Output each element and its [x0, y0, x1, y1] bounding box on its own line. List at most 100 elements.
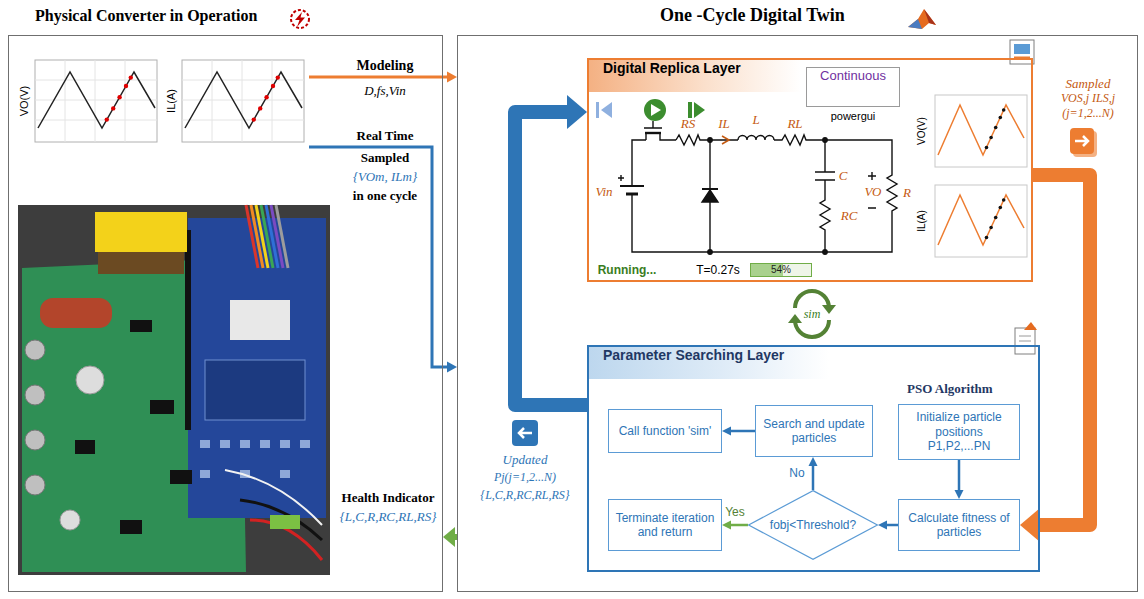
board-photo — [75, 320, 192, 534]
board-photo — [150, 400, 174, 414]
waveform-plot — [182, 60, 304, 142]
signal-label: {VOm, ILm} — [353, 169, 417, 185]
waveform-plot — [989, 136, 993, 140]
sample-icon — [1075, 136, 1088, 146]
board-photo — [130, 320, 152, 332]
simulink-icon — [1010, 40, 1034, 64]
board-photo — [280, 440, 290, 448]
buck-circuit — [632, 140, 646, 186]
waveform-plot — [38, 72, 155, 128]
node-subtitle: PSO Algorithm — [907, 381, 993, 397]
connector-arrow — [443, 76, 447, 79]
component-label: RC — [841, 208, 858, 224]
axis-label: IL(A) — [165, 89, 177, 113]
sample-label: Sampled — [1066, 76, 1111, 92]
edge-label: Modeling — [357, 58, 414, 74]
axis-label: VO(V) — [18, 86, 30, 117]
waveform-plot — [985, 198, 1006, 239]
process-box: Search and update particles — [755, 405, 873, 457]
buck-circuit — [626, 193, 638, 196]
board-photo — [200, 440, 210, 448]
node-title: Physical Converter in Operation — [35, 7, 257, 25]
waveform-plot — [129, 75, 133, 79]
script-icon — [1015, 322, 1037, 354]
board-photo — [270, 515, 300, 529]
status-label: Running... — [598, 263, 657, 277]
node-title: Terminate iteration and return — [615, 511, 715, 540]
parameter-label: D,fs,Vin — [364, 83, 406, 99]
board-photo — [230, 300, 290, 340]
waveform-plot — [105, 117, 109, 121]
board-photo — [240, 440, 250, 448]
play-controls — [651, 104, 661, 116]
buck-circuit — [618, 121, 897, 254]
play-controls — [596, 102, 599, 118]
buck-circuit — [618, 172, 876, 208]
board-photo — [300, 440, 310, 448]
process-box: Terminate iteration and return — [608, 499, 722, 551]
connector-arrow — [731, 430, 755, 433]
waveform-plot — [124, 84, 128, 88]
buck-circuit — [645, 132, 661, 134]
board-photo — [280, 470, 290, 478]
waveform-plot — [999, 206, 1003, 210]
board-photo — [240, 500, 322, 540]
node-title: Parameter Searching Layer — [589, 347, 829, 379]
board-photo — [170, 470, 192, 484]
board-photo — [25, 430, 45, 450]
waveform-plot — [182, 60, 304, 142]
process-box: Calculate fitness of particles — [898, 499, 1020, 551]
waveform-plot — [258, 106, 262, 110]
component-label: IL — [718, 116, 730, 132]
buck-circuit — [702, 190, 718, 202]
buck-circuit — [676, 135, 738, 145]
decision-diamond: fobj<Threshold? — [748, 490, 878, 560]
simulink-icon — [1010, 40, 1034, 64]
buck-circuit — [823, 138, 827, 142]
waveform-plot — [35, 60, 157, 142]
script-icon — [1015, 328, 1035, 354]
component-label: RL — [787, 116, 802, 132]
edge-label: Yes — [725, 505, 745, 519]
axis-label: VO(V) — [916, 117, 927, 145]
board-photo — [18, 205, 330, 575]
component-label: RS — [681, 116, 695, 132]
converter-panel: Physical Converter in Operation — [8, 35, 443, 592]
sim-cycle — [788, 314, 802, 323]
update-label: Pj(j=1,2...N) — [494, 470, 556, 485]
board-photo — [40, 298, 112, 328]
sim-cycle — [822, 305, 836, 314]
sim-cycle — [788, 291, 836, 337]
waveform-plot — [999, 116, 1003, 120]
board-photo — [220, 440, 230, 448]
waveform-plot — [117, 95, 121, 99]
waveform-plot — [271, 84, 275, 88]
waveform-plot — [985, 146, 989, 150]
update-label: Updated — [503, 452, 548, 468]
update-icon — [512, 420, 538, 446]
waveform-plot — [935, 185, 1027, 257]
node-title: fobj<Threshold? — [770, 518, 856, 532]
node-title: Continuous — [807, 68, 899, 83]
update-icon — [519, 428, 532, 438]
buck-circuit — [708, 250, 712, 254]
board-photo — [185, 230, 191, 430]
converter-icon — [291, 10, 309, 28]
process-box: Call function 'sim' — [608, 409, 722, 453]
buck-circuit — [632, 135, 897, 252]
waveform-plot — [935, 95, 1027, 167]
waveform-plot — [35, 60, 157, 142]
buck-circuit — [823, 250, 827, 254]
waveform-plot — [935, 185, 1027, 257]
board-photo — [18, 205, 330, 575]
buck-circuit — [722, 136, 729, 144]
waveform-plot — [111, 106, 115, 110]
buck-circuit — [708, 138, 712, 142]
board-photo — [95, 212, 187, 252]
sample-icon — [1070, 128, 1094, 154]
waveform-plot — [938, 105, 1024, 155]
node-title: Call function 'sim' — [619, 424, 712, 438]
connector-arrow — [887, 524, 898, 527]
signal-label: in one cycle — [353, 188, 417, 204]
buck-circuit — [815, 140, 835, 252]
